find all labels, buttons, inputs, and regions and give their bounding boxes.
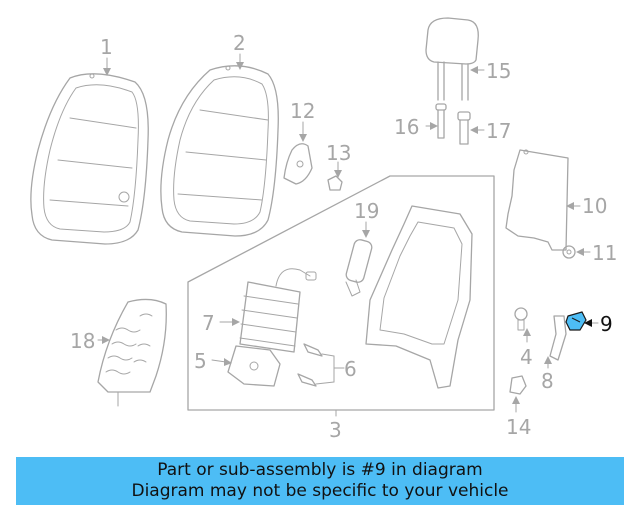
callout-11: 11 (592, 241, 617, 265)
part-12-bracket (283, 143, 313, 185)
callout-labels: 1 2 3 4 5 6 7 8 9 10 11 12 13 14 15 16 1… (70, 31, 617, 442)
part-17-guide-lock (457, 111, 471, 145)
caption-banner: Part or sub-assembly is #9 in diagram Di… (16, 457, 624, 505)
callout-12: 12 (290, 99, 315, 123)
callout-7: 7 (202, 311, 215, 335)
part-11-bolt (562, 245, 576, 259)
leader-lines (97, 53, 599, 413)
part-9-highlighted (565, 311, 587, 331)
callout-15: 15 (486, 59, 511, 83)
callout-10: 10 (582, 194, 607, 218)
callout-16: 16 (394, 115, 419, 139)
callout-9: 9 (600, 312, 613, 336)
part-2-seat-back-frame-cover (160, 65, 279, 237)
part-13-clip (327, 175, 343, 191)
part-10-back-panel (505, 149, 569, 251)
part-8-lever (549, 315, 567, 361)
callout-6: 6 (344, 357, 357, 381)
seat-back-frame (365, 205, 473, 389)
caption-line-1: Part or sub-assembly is #9 in diagram (157, 460, 483, 480)
part-16-guide (435, 103, 447, 139)
caption-line-2: Diagram may not be specific to your vehi… (131, 481, 509, 501)
part-6-connectors (297, 343, 335, 387)
callout-1: 1 (100, 35, 113, 59)
part-5-lumbar-plate (227, 345, 281, 387)
callout-4: 4 (520, 345, 533, 369)
part-19-motor (345, 239, 373, 297)
callout-19: 19 (354, 199, 379, 223)
callout-18: 18 (70, 329, 95, 353)
part-1-seat-back-cover (30, 73, 149, 245)
callout-17: 17 (486, 119, 511, 143)
part-7-lumbar-support (239, 268, 317, 353)
part-4-bolt (514, 307, 528, 331)
callout-8: 8 (541, 369, 554, 393)
callout-3: 3 (329, 418, 342, 442)
part-3-frame-assembly (187, 175, 495, 417)
callout-5: 5 (194, 349, 207, 373)
part-14-clip (509, 375, 527, 395)
part-18-seat-pad (97, 298, 167, 407)
callout-2: 2 (233, 31, 246, 55)
part-15-headrest (425, 17, 479, 101)
callout-14: 14 (506, 415, 531, 439)
callout-13: 13 (326, 141, 351, 165)
